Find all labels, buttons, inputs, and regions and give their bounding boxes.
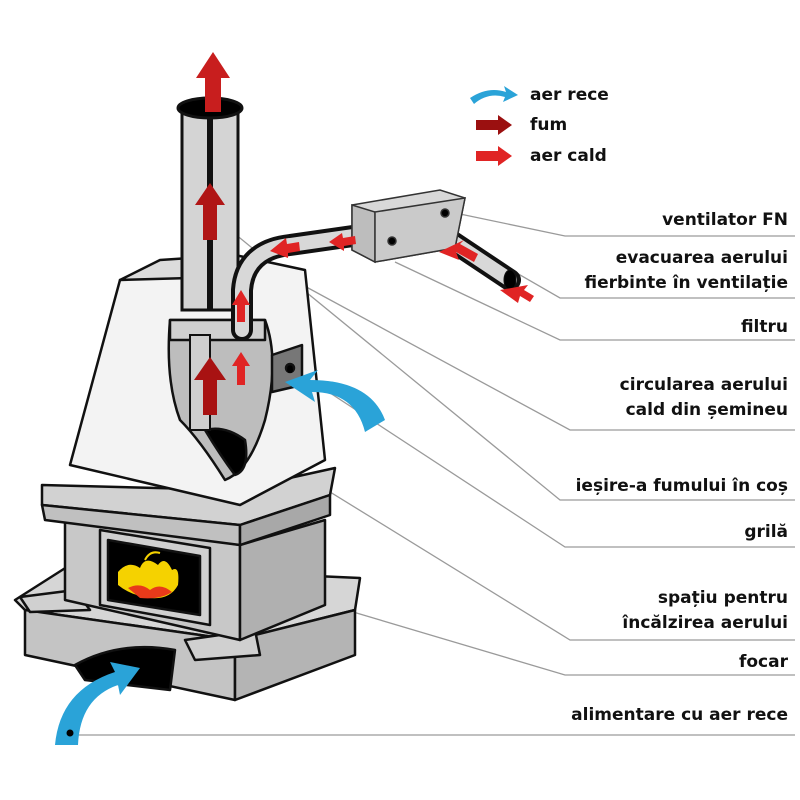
hot-air-arrow-icon <box>476 146 512 166</box>
hot-air-arrow-exhaust-2 <box>500 285 534 303</box>
label-filter: filtru <box>741 315 788 340</box>
label-cold-air-supply: alimentare cu aer rece <box>571 703 788 728</box>
label-air-heating-space-line2: încălzirea aerului <box>622 613 788 633</box>
label-grille: grilă <box>744 520 788 545</box>
legend-item-smoke: fum <box>468 112 567 138</box>
leader-air-heating-space <box>261 449 795 641</box>
leader-fan <box>459 213 795 237</box>
hot-air-arrow-duct-2 <box>329 233 356 251</box>
legend-label-hot-air: aer cald <box>530 146 607 166</box>
label-fan-text: ventilator FN <box>662 210 788 230</box>
label-firebox-text: focar <box>738 652 788 672</box>
flow-arrows <box>55 52 534 745</box>
legend-item-hot-air: aer cald <box>468 143 607 169</box>
hot-air-arrow-vertical <box>232 290 250 322</box>
label-hot-air-exhaust-line1: evacuarea aerului <box>615 248 788 268</box>
cold-air-arrow-bottom <box>55 662 140 745</box>
label-hot-air-exhaust: evacuarea aerului fierbinte în ventilați… <box>585 246 789 296</box>
label-firebox: focar <box>739 650 788 675</box>
leader-smoke-exit <box>217 219 795 501</box>
smoke-arrow-icon <box>476 115 512 135</box>
cold-air-arrow-grille <box>285 370 385 432</box>
leader-lines <box>75 213 795 736</box>
legend-item-cold-air: aer rece <box>468 82 609 108</box>
label-hot-air-circulation-line2: cald din șemineu <box>625 400 788 420</box>
hot-air-arrow-exhaust-1 <box>439 240 478 262</box>
hot-air-arrow-vertical-low <box>232 352 250 385</box>
legend-label-cold-air: aer rece <box>530 85 609 105</box>
label-air-heating-space-line1: spațiu pentru <box>657 588 788 608</box>
flame-icon <box>118 551 179 599</box>
label-grille-text: grilă <box>744 522 788 542</box>
leader-grille <box>291 367 795 548</box>
fan-box <box>351 189 466 264</box>
label-air-heating-space: spațiu pentru încălzirea aerului <box>622 586 788 636</box>
label-smoke-exit-text: ieșire-a fumului în coș <box>575 476 788 496</box>
leader-filter <box>394 261 795 341</box>
label-hot-air-circulation-line1: circularea aerului <box>619 375 788 395</box>
label-smoke-exit: ieșire-a fumului în coș <box>576 474 788 499</box>
smoke-arrow-mid <box>195 183 225 240</box>
label-cold-air-supply-text: alimentare cu aer rece <box>571 705 788 725</box>
label-filter-text: filtru <box>740 317 788 337</box>
hot-air-arrow-duct-1 <box>270 238 300 258</box>
smoke-arrow-low <box>194 357 226 415</box>
label-fan: ventilator FN <box>662 208 788 233</box>
smoke-arrow-top <box>196 52 230 112</box>
label-hot-air-exhaust-line2: fierbinte în ventilație <box>584 273 789 293</box>
leader-hot-air-circulation <box>274 269 795 431</box>
label-hot-air-circulation: circularea aerului cald din șemineu <box>620 373 788 423</box>
cold-air-arrow-icon <box>470 86 518 104</box>
legend-label-smoke: fum <box>530 115 568 135</box>
